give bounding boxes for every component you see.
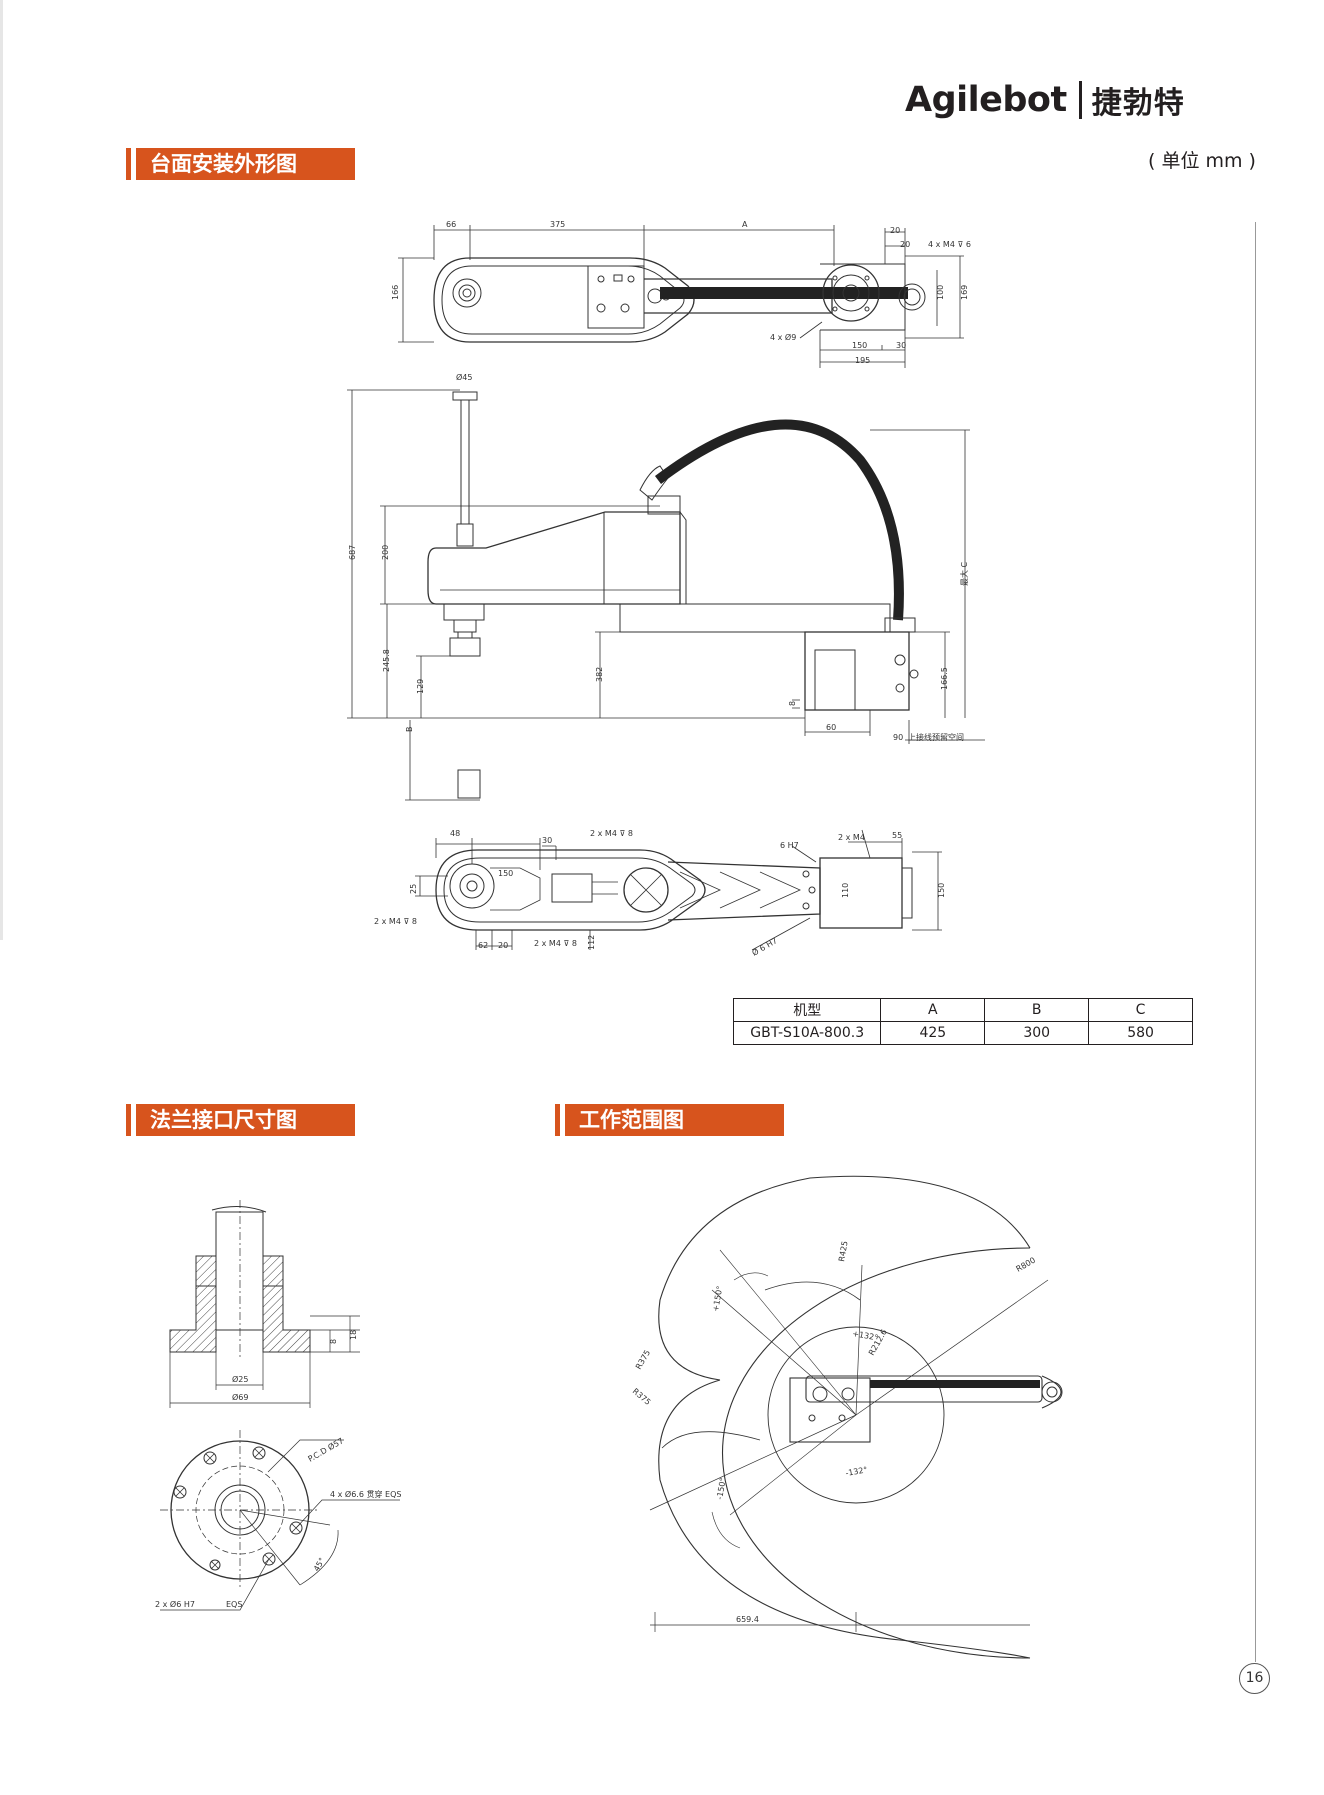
- dim-label: 上接线预留空间: [908, 732, 964, 742]
- dim-label: 60: [826, 723, 836, 732]
- dim-label: R375: [631, 1387, 653, 1407]
- dim-label: 最大 C: [959, 561, 969, 586]
- dim-label: 150: [937, 883, 946, 898]
- dim-label: +150°: [711, 1285, 724, 1312]
- dim-label: 25: [409, 884, 418, 894]
- dim-label: 110: [841, 883, 850, 898]
- dim-label: 4 x Ø6.6 贯穿 EQS: [330, 1489, 401, 1499]
- spec-header-a: A: [880, 998, 986, 1022]
- top-view-drawing: [398, 225, 964, 368]
- spec-cell-a: 425: [880, 1021, 986, 1045]
- dim-label: 4 x Ø9: [770, 332, 796, 342]
- section-title-flange: 法兰接口尺寸图: [126, 1104, 355, 1136]
- page-number: 16: [1239, 1663, 1270, 1694]
- dim-label: Ø 6 H7: [750, 935, 779, 957]
- work-range-drawing: [649, 1175, 1063, 1659]
- brand-logo: Agilebot 捷勃特: [905, 78, 1185, 122]
- top-view-labels: 66 375 A 20 20 4 x M4 ⊽ 6 166 100 169 4 …: [391, 220, 971, 365]
- dim-label: 129: [416, 679, 425, 694]
- dim-label: P.C.D Ø57: [306, 1435, 345, 1463]
- dim-label: 48: [450, 829, 460, 838]
- dim-label: 55: [892, 831, 902, 840]
- dim-label: 150: [852, 341, 867, 350]
- spec-cell-model: GBT-S10A-800.3: [732, 1021, 882, 1045]
- table-row: GBT-S10A-800.3 425 300 580: [732, 1021, 1193, 1045]
- dim-label: 150: [498, 869, 513, 878]
- dim-label: 18: [349, 1330, 358, 1340]
- dim-label: 20: [900, 240, 910, 249]
- dim-label: 20: [498, 941, 508, 950]
- dim-label: 90: [893, 733, 903, 742]
- dim-label: -150°: [715, 1477, 728, 1500]
- side-view-labels: Ø45 687 200 245.8 129 B 382 166.5 最大 C 8…: [348, 372, 969, 742]
- dim-label: 112: [587, 935, 596, 950]
- dim-label: Ø69: [232, 1392, 248, 1402]
- logo-separator: [1078, 81, 1082, 119]
- section-title-work-range: 工作范围图: [555, 1104, 784, 1136]
- dim-label: 30: [542, 836, 552, 845]
- dim-label: 2 x M4 ⊽ 8: [374, 917, 417, 926]
- dim-label: 687: [348, 545, 357, 560]
- work-range-labels: R800 R425 R212.6 R375 R375 +150° -150° +…: [631, 1240, 1037, 1624]
- dim-label: 382: [595, 667, 604, 682]
- dim-label: B: [405, 727, 414, 733]
- bottom-view-drawing: [415, 829, 942, 951]
- dim-label: 2 x Ø6 H7: [155, 1599, 195, 1609]
- dim-label: 62: [478, 941, 488, 950]
- dim-label: 8: [788, 701, 797, 706]
- flange-plan-drawing: [160, 1430, 400, 1611]
- dim-label: Ø45: [456, 372, 472, 382]
- logo-chinese: 捷勃特: [1091, 86, 1185, 121]
- dim-label: +132°: [852, 1329, 879, 1342]
- dim-label: Ø25: [232, 1374, 248, 1384]
- dim-label: 4 x M4 ⊽ 6: [928, 240, 971, 249]
- dim-label: 169: [960, 285, 969, 300]
- dim-label: R425: [837, 1240, 849, 1262]
- dim-label: 659.4: [736, 1615, 759, 1624]
- spec-table: 机型 A B C GBT-S10A-800.3 425 300 580: [732, 998, 1193, 1045]
- dim-label: R800: [1015, 1256, 1038, 1274]
- right-margin-rule: [1255, 222, 1256, 1662]
- dim-label: EQS: [226, 1600, 242, 1609]
- dim-label: 8: [329, 1339, 338, 1344]
- dim-label: -132°: [845, 1465, 868, 1478]
- section-title-table-mount: 台面安装外形图: [126, 148, 355, 180]
- dim-label: 2 x M4: [838, 833, 865, 842]
- dim-label: 2 x M4 ⊽ 8: [534, 939, 577, 948]
- logo-english: Agilebot: [905, 80, 1067, 120]
- dim-label: 375: [550, 220, 565, 229]
- dim-label: 166: [391, 285, 400, 300]
- left-margin-rule: [0, 0, 3, 940]
- dim-label: 6 H7: [780, 841, 799, 850]
- dim-label: 245.8: [382, 649, 391, 672]
- bottom-view-labels: 48 150 30 2 x M4 ⊽ 8 6 H7 2 x M4 55 25 2…: [374, 829, 946, 958]
- spec-cell-b: 300: [984, 1021, 1090, 1045]
- dim-label: 195: [855, 356, 870, 365]
- dim-label: A: [742, 220, 748, 229]
- dim-label: 66: [446, 220, 456, 229]
- flange-section-drawing: [169, 1200, 360, 1408]
- side-view-drawing: [347, 389, 985, 801]
- flange-section-labels: Ø25 Ø69 8 18: [232, 1330, 358, 1402]
- dim-label: 30: [896, 341, 906, 350]
- dim-label: R375: [634, 1348, 652, 1371]
- dim-label: 100: [936, 285, 945, 300]
- dim-label: 200: [381, 545, 390, 560]
- dim-label: 2 x M4 ⊽ 8: [590, 829, 633, 838]
- dim-label: 166.5: [940, 667, 949, 690]
- unit-label: ( 单位 mm ): [1148, 150, 1256, 172]
- dim-label: 20: [890, 226, 900, 235]
- spec-cell-c: 580: [1088, 1021, 1193, 1045]
